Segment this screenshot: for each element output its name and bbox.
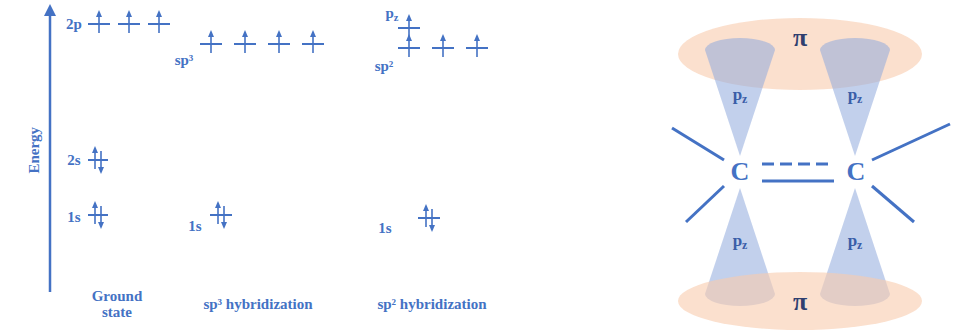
bond-line [872,186,914,222]
orbital-level [398,34,420,57]
orbital-level [148,10,170,33]
column-caption: sp³ hybridization [203,296,313,313]
orbital-level [432,34,454,57]
bond-line [762,163,834,166]
orbital-label: pz [733,86,748,105]
pi-cloud: π [678,272,922,330]
orbital-level [118,10,140,33]
orbital-label: 2s [67,152,80,169]
pz-lobe: pz [820,38,890,156]
orbital-label: pz [848,232,863,251]
bond-line [762,180,834,183]
axis-label: Energy [26,127,43,174]
orbital-level [268,30,290,53]
bond-lines [672,124,950,222]
orbital-level [88,201,108,229]
bond-label: π [793,24,807,53]
orbital-label: sp³ [175,52,194,69]
orbital-level [466,34,488,57]
orbital-label: 2p [66,16,82,33]
orbital-level [398,14,420,37]
orbital-level [302,30,324,53]
pz-lobe: pz [705,38,775,156]
atom-symbol: C [731,158,750,187]
bond-line [872,124,950,160]
column-caption: sp² hybridization [377,296,487,313]
orbital-level [210,201,232,229]
orbital-level [200,30,222,53]
orbital-level [418,204,440,232]
orbital-label: 1s [67,209,80,226]
bond-line [686,186,724,222]
bond-label: π [793,288,807,317]
energy-axis [44,4,56,292]
bond-line [672,128,724,160]
orbital-level [88,146,108,174]
column-caption: Ground state [82,288,152,321]
atom-symbol: C [847,158,866,187]
orbital-label: 1s [378,220,391,237]
orbital-level [88,10,110,33]
energy-levels [88,10,488,232]
orbital-level [234,30,256,53]
orbital-label: sp² [375,58,394,75]
orbital-label: pz [848,86,863,105]
orbital-label: 1s [188,218,201,235]
orbital-label: pz [385,5,398,22]
orbital-label: pz [733,232,748,251]
